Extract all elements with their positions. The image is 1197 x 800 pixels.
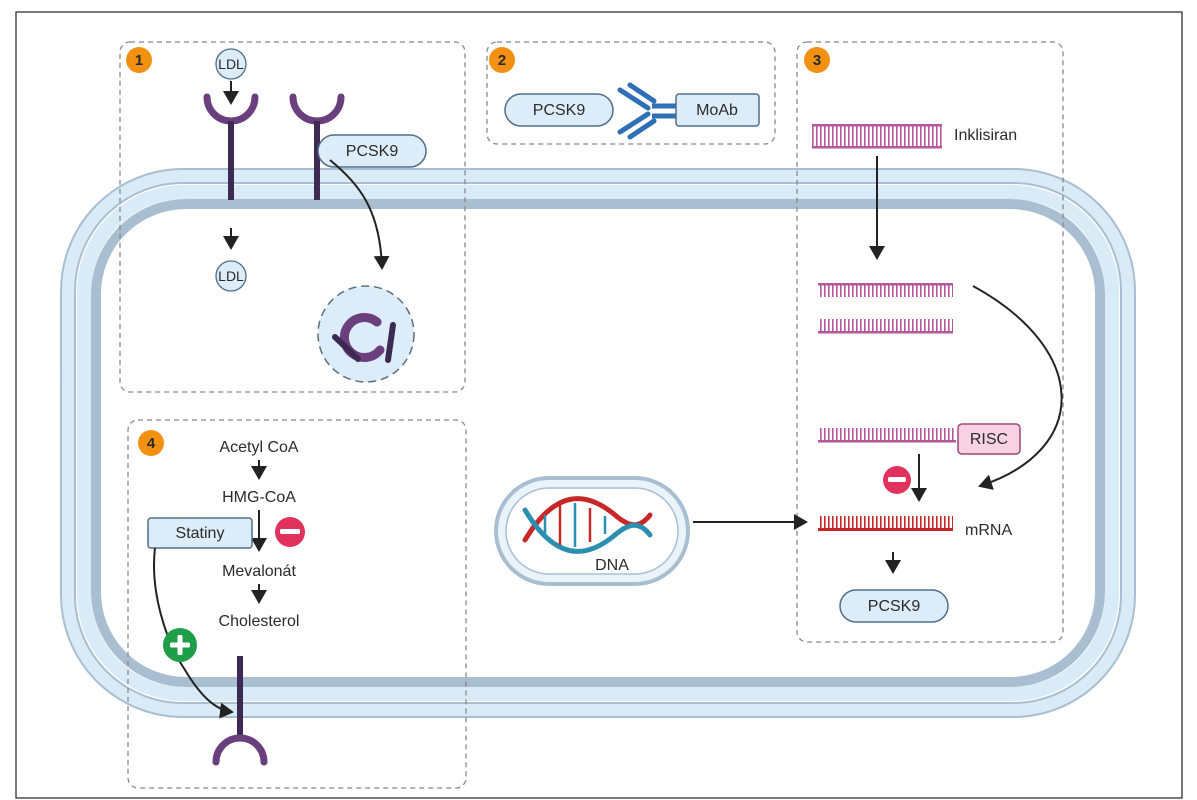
strand-to-mrna-arrow [972,285,1063,490]
svg-text:LDL: LDL [218,268,244,284]
ldl-particle-inside: LDL [215,260,247,292]
svg-text:PCSK9: PCSK9 [346,143,399,160]
ldl-receptor-left [203,93,259,200]
mrna-strand [818,516,953,531]
mevalonat-label: Mevalonát [222,563,296,580]
statin-upregulation-arrow [153,547,234,719]
hmg-coa-label: HMG-CoA [222,489,296,506]
panel-4-badge: 4 [138,430,164,456]
statiny-label: Statiny [147,517,253,549]
nucleus [494,476,690,586]
moab-label: MoAb [675,93,760,127]
lysosome-icon [317,285,415,383]
ldl-receptor-upregulated [212,656,268,766]
svg-text:PCSK9: PCSK9 [533,102,586,119]
svg-text:4: 4 [147,435,156,452]
cholesterol-label: Cholesterol [219,613,300,630]
panel-2-frame [486,41,776,145]
dna-helix-icon [522,496,653,554]
activate-icon [163,628,197,662]
svg-text:3: 3 [813,52,821,69]
mrna-label: mRNA [965,522,1012,539]
sirna-strand-lower [818,319,953,334]
risc-label: RISC [957,423,1021,455]
panel-1-frame [119,41,466,393]
acetyl-coa-label: Acetyl CoA [219,439,298,456]
degradation-arrow [329,159,390,270]
svg-text:PCSK9: PCSK9 [868,598,921,615]
panel-4-frame [127,419,467,789]
antibody-icon [617,82,678,140]
figure-border [15,11,1183,799]
svg-text:MoAb: MoAb [696,102,738,119]
risc-loaded-strand [818,428,956,443]
pcsk9-bound-label: PCSK9 [317,134,427,168]
sirna-strand-upper [818,283,953,297]
panel-2-badge: 2 [489,47,515,73]
svg-text:2: 2 [498,52,506,69]
cell-membrane [60,168,1136,718]
svg-text:Statiny: Statiny [176,525,225,542]
svg-text:1: 1 [135,52,143,69]
inhibit-icon [275,517,305,547]
inhibit-icon [883,466,911,494]
inklisiran-label: Inklisiran [954,127,1017,144]
dna-label: DNA [595,557,629,574]
pcsk9-antibody-target: PCSK9 [504,93,614,127]
svg-text:RISC: RISC [970,431,1008,448]
panel-3-frame [796,41,1064,643]
ldl-receptor-right [289,93,345,200]
ldl-particle-outside: LDL [215,48,247,80]
panel-3-badge: 3 [804,47,830,73]
panel-1-badge: 1 [126,47,152,73]
pcsk9-product-label: PCSK9 [839,589,949,623]
inklisiran-sirna [812,124,942,149]
svg-text:LDL: LDL [218,56,244,72]
